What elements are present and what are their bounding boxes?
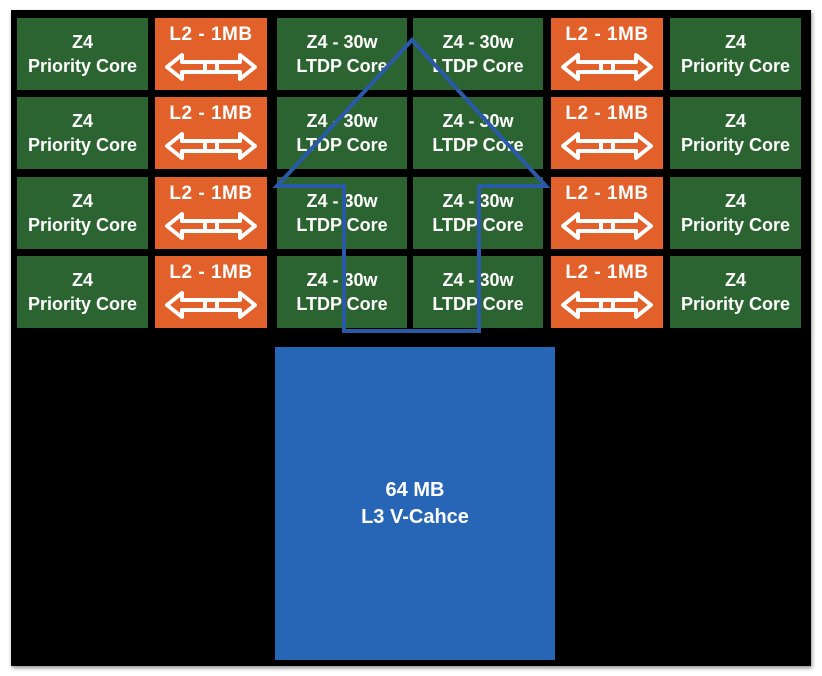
core-name: Z4 - 30w (442, 32, 514, 52)
l2-cache-tile: L2 - 1MB (155, 97, 267, 169)
priority-core-tile: Z4 Priority Core (17, 18, 148, 90)
l2-cache-tile: L2 - 1MB (155, 177, 267, 249)
core-name: Z4 - 30w (306, 270, 378, 290)
core-name: Z4 - 30w (306, 32, 378, 52)
double-headed-arrow-icon (165, 132, 257, 160)
ltdp-core-tile: Z4 - 30w LTDP Core (413, 18, 543, 90)
core-name: Z4 (71, 191, 93, 211)
double-headed-arrow-icon (561, 291, 653, 319)
core-name: Z4 (71, 32, 93, 52)
core-name: Z4 - 30w (306, 111, 378, 131)
core-name: Z4 (724, 111, 746, 131)
l2-cache-tile: L2 - 1MB (551, 177, 663, 249)
core-name: Z4 - 30w (306, 191, 378, 211)
core-type: Priority Core (680, 56, 791, 76)
ltdp-core-tile: Z4 - 30w LTDP Core (413, 97, 543, 169)
core-type: Priority Core (27, 56, 138, 76)
core-type: LTDP Core (296, 56, 388, 76)
l2-cache-label: L2 - 1MB (169, 262, 253, 283)
l2-cache-label: L2 - 1MB (169, 103, 253, 124)
core-type: LTDP Core (296, 215, 388, 235)
ltdp-core-tile: Z4 - 30w LTDP Core (277, 177, 407, 249)
priority-core-tile: Z4 Priority Core (670, 256, 801, 328)
l2-cache-label: L2 - 1MB (169, 24, 253, 45)
priority-core-tile: Z4 Priority Core (17, 177, 148, 249)
double-headed-arrow-icon (561, 53, 653, 81)
l2-cache-tile: L2 - 1MB (155, 18, 267, 90)
core-type: Priority Core (27, 294, 138, 314)
core-type: LTDP Core (432, 215, 524, 235)
ltdp-core-tile: Z4 - 30w LTDP Core (413, 177, 543, 249)
double-headed-arrow-icon (165, 53, 257, 81)
l2-cache-tile: L2 - 1MB (155, 256, 267, 328)
priority-core-tile: Z4 Priority Core (670, 18, 801, 90)
core-name: Z4 (71, 270, 93, 290)
double-headed-arrow-icon (165, 212, 257, 240)
ltdp-core-tile: Z4 - 30w LTDP Core (277, 256, 407, 328)
core-type: Priority Core (27, 135, 138, 155)
core-name: Z4 (724, 191, 746, 211)
core-name: Z4 (724, 32, 746, 52)
double-headed-arrow-icon (561, 212, 653, 240)
core-type: LTDP Core (296, 135, 388, 155)
core-name: Z4 - 30w (442, 111, 514, 131)
core-type: LTDP Core (432, 135, 524, 155)
double-headed-arrow-icon (561, 132, 653, 160)
core-type: LTDP Core (432, 56, 524, 76)
core-type: Priority Core (680, 294, 791, 314)
priority-core-tile: Z4 Priority Core (670, 97, 801, 169)
l3-cache-label: L3 V-Cahce (361, 505, 469, 528)
l2-cache-tile: L2 - 1MB (551, 18, 663, 90)
ltdp-core-tile: Z4 - 30w LTDP Core (413, 256, 543, 328)
core-name: Z4 (71, 111, 93, 131)
l3-cache-size: 64 MB (385, 478, 445, 501)
core-name: Z4 - 30w (442, 270, 514, 290)
priority-core-tile: Z4 Priority Core (670, 177, 801, 249)
core-type: Priority Core (27, 215, 138, 235)
l2-cache-label: L2 - 1MB (169, 183, 253, 204)
l2-cache-label: L2 - 1MB (565, 24, 649, 45)
core-type: Priority Core (680, 135, 791, 155)
priority-core-tile: Z4 Priority Core (17, 256, 148, 328)
l2-cache-tile: L2 - 1MB (551, 97, 663, 169)
core-type: LTDP Core (296, 294, 388, 314)
l2-cache-label: L2 - 1MB (565, 103, 649, 124)
ltdp-core-tile: Z4 - 30w LTDP Core (277, 97, 407, 169)
ltdp-core-tile: Z4 - 30w LTDP Core (277, 18, 407, 90)
core-type: Priority Core (680, 215, 791, 235)
priority-core-tile: Z4 Priority Core (17, 97, 148, 169)
core-name: Z4 - 30w (442, 191, 514, 211)
l2-cache-label: L2 - 1MB (565, 183, 649, 204)
l3-cache-block: 64 MB L3 V-Cahce (275, 347, 555, 660)
l2-cache-tile: L2 - 1MB (551, 256, 663, 328)
core-name: Z4 (724, 270, 746, 290)
core-type: LTDP Core (432, 294, 524, 314)
double-headed-arrow-icon (165, 291, 257, 319)
l2-cache-label: L2 - 1MB (565, 262, 649, 283)
